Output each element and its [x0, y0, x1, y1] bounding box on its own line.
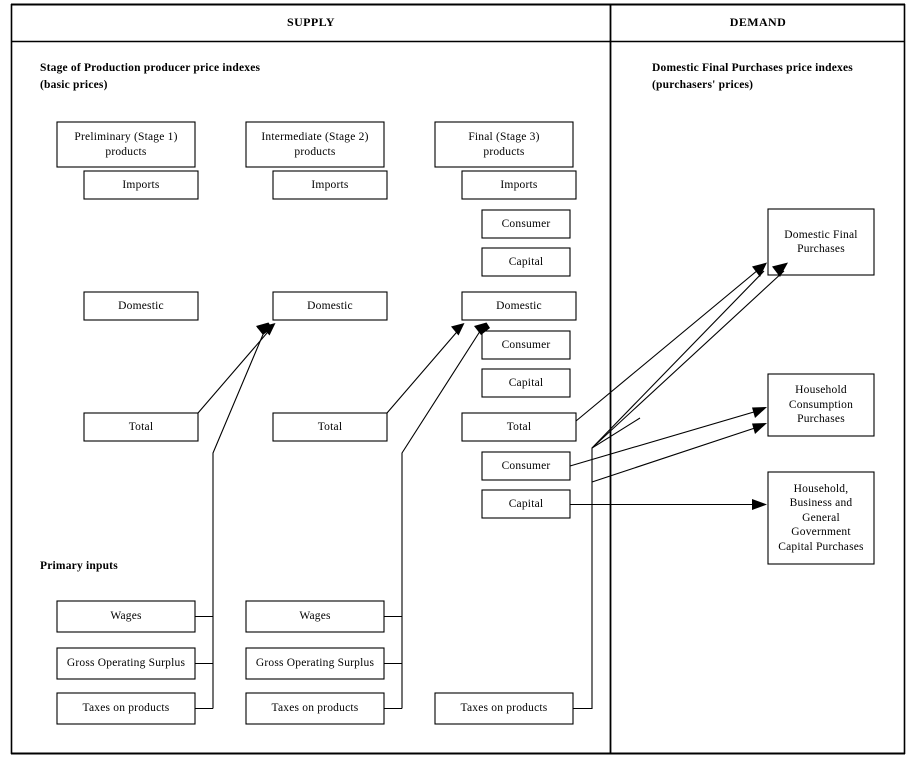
- connector-stage3-taxes-riser: [573, 417, 641, 710]
- connector-stage2-inputs-to-stage3-domestic: [384, 322, 490, 710]
- connector-stage3-total-to-dfp: [575, 262, 767, 422]
- stage3-boxes: [434, 121, 577, 725]
- supply-header: SUPPLY: [287, 15, 335, 29]
- demand-caption: Domestic Final Purchases price indexes (…: [652, 62, 853, 92]
- stage1-boxes: [56, 121, 199, 725]
- connector-riser-to-dfp: [591, 262, 788, 449]
- outer-frame: [10, 3, 906, 755]
- demand-boxes: [767, 208, 875, 565]
- connector-riser-to-hcp: [591, 423, 767, 483]
- connector-stage3-capital-to-hbgcp: [570, 499, 767, 510]
- connector-stage1-total-to-stage2-domestic: [197, 323, 276, 414]
- stage2-boxes: [245, 121, 388, 725]
- demand-header: DEMAND: [729, 15, 787, 29]
- primary-inputs-caption: Primary inputs: [40, 560, 118, 572]
- supply-caption: Stage of Production producer price index…: [40, 62, 261, 92]
- connector-stage2-total-to-stage3-domestic: [386, 323, 465, 414]
- connector-stage3-consumer-to-hcp: [569, 407, 767, 467]
